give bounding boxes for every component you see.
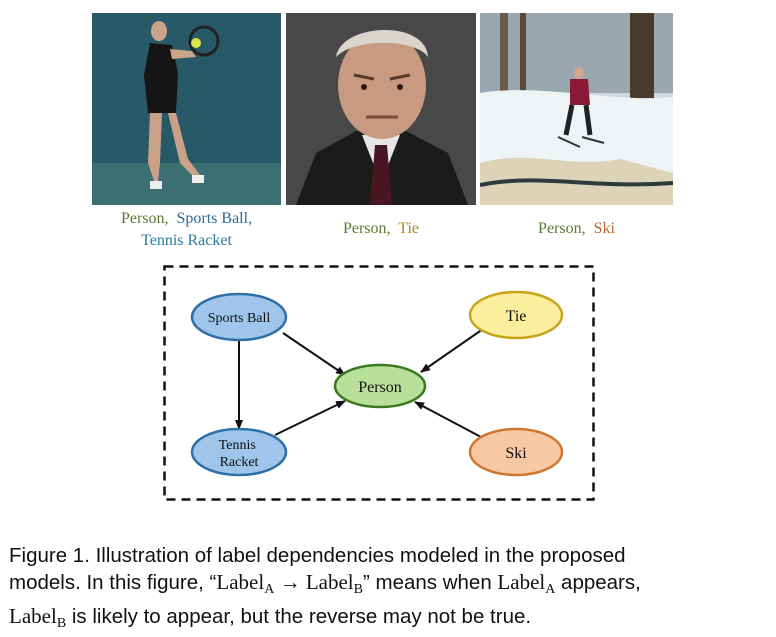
edge-ski-to-person [414, 401, 482, 438]
label-tie: Tie [398, 220, 420, 237]
node-ski-shape [468, 427, 564, 477]
node-person-shape [333, 363, 427, 409]
node-tie: Tie [468, 290, 564, 340]
node-sports-ball: Sports Ball [190, 292, 288, 342]
label-ski: Ski [593, 220, 615, 237]
node-ski: Ski [468, 427, 564, 477]
edge-sports-ball-to-person [282, 332, 346, 376]
caption-math-label-a: LabelA [497, 570, 556, 597]
caption-math-label-b: LabelB [9, 604, 67, 631]
node-tie-shape [468, 290, 564, 340]
caption-math-label-b: LabelB [305, 570, 363, 597]
photo-caption-tennis-line2: Tennis Racket [92, 232, 281, 250]
photo-caption-skier: Person, Ski [480, 220, 673, 238]
figure-caption: Figure 1. Illustration of label dependen… [9, 543, 769, 637]
diagram-dashed-frame [163, 265, 595, 501]
label-person: Person, [538, 220, 586, 237]
node-tennis-racket-label: Tennis Racket [219, 438, 260, 470]
node-person: Person [333, 363, 427, 409]
node-sports-ball-label: Sports Ball [208, 311, 271, 326]
node-sports-ball-shape [190, 292, 288, 342]
caption-math-label-a: LabelA [216, 570, 275, 597]
label-sports-ball: Sports Ball, [176, 210, 253, 227]
edge-tennis-racket-to-person [274, 400, 346, 436]
node-tennis-racket: Tennis Racket [190, 427, 288, 477]
caption-text: ” means when [362, 571, 498, 594]
figure-caption-line1: Figure 1. Illustration of label dependen… [9, 544, 626, 567]
node-tennis-racket-line1: Tennis [219, 438, 256, 453]
figure-caption-line2: models. In this figure, “LabelA → LabelB… [9, 569, 769, 603]
photo-man-with-tie [286, 13, 476, 205]
label-person: Person, [342, 220, 391, 237]
node-ski-label: Ski [505, 445, 527, 462]
caption-math-arrow: → [279, 570, 301, 594]
node-tie-label: Tie [506, 308, 527, 325]
photo-caption-man: Person, Tie [286, 220, 476, 238]
photo-skier [480, 13, 673, 205]
node-person-label: Person [358, 379, 402, 396]
figure-caption-line3: LabelB is likely to appear, but the reve… [9, 603, 769, 637]
caption-text: appears, [555, 571, 641, 594]
label-dependency-diagram: Sports Ball Tennis Racket Person Tie Ski [163, 265, 595, 501]
caption-text: models. In this figure, “ [9, 571, 217, 594]
label-person: Person, [120, 210, 169, 227]
photo-tennis-player [92, 13, 281, 205]
caption-text: is likely to appear, but the reverse may… [66, 605, 532, 628]
label-tennis-racket: Tennis Racket [141, 232, 232, 249]
node-tennis-racket-line2: Racket [220, 455, 259, 470]
node-tennis-racket-shape [190, 427, 288, 477]
photo-caption-tennis-line1: Person, Sports Ball, [92, 210, 281, 228]
edge-tie-to-person [420, 328, 484, 373]
